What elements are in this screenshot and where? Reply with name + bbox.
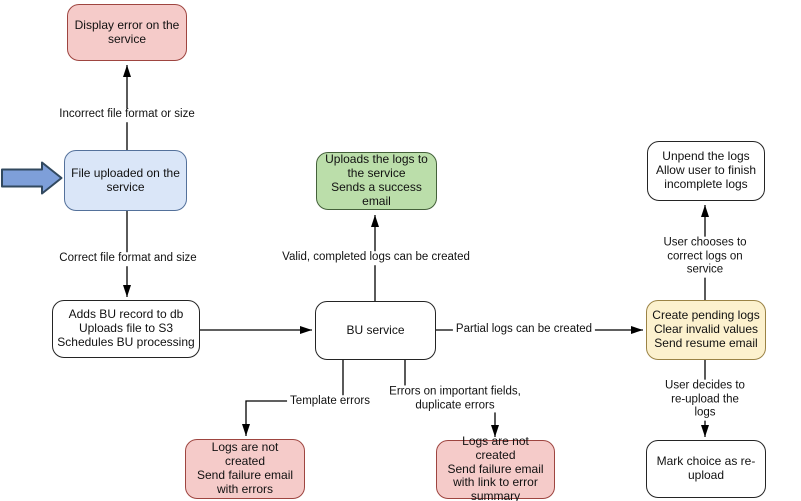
node-adds-bu-record: Adds BU record to db Uploads file to S3 … [52, 300, 200, 358]
node-unpend-logs: Unpend the logs Allow user to finish inc… [647, 141, 765, 201]
label-user-decides-reupload: User decides to re-upload the logs [657, 379, 753, 421]
label-partial-logs: Partial logs can be created [452, 323, 596, 337]
node-uploads-logs-success: Uploads the logs to the service Sends a … [316, 152, 437, 210]
label-template-errors: Template errors [287, 395, 373, 409]
label-valid-completed-logs: Valid, completed logs can be created [279, 251, 473, 265]
input-arrow-icon [1, 161, 63, 195]
node-logs-not-created-errors: Logs are not created Send failure email … [185, 439, 305, 499]
label-incorrect-file-format: Incorrect file format or size [56, 108, 198, 122]
node-display-error: Display error on the service [67, 4, 187, 61]
node-mark-choice-reupload: Mark choice as re- upload [646, 440, 766, 498]
node-create-pending-logs: Create pending logs Clear invalid values… [646, 300, 766, 360]
label-important-field-errors: Errors on important fields, duplicate er… [386, 385, 524, 413]
label-correct-file-format: Correct file format and size [56, 252, 200, 266]
node-logs-not-created-link: Logs are not created Send failure email … [436, 434, 555, 501]
label-user-chooses-correct: User chooses to correct logs on service [657, 236, 753, 278]
node-file-uploaded: File uploaded on the service [64, 150, 187, 211]
node-bu-service: BU service [315, 301, 436, 360]
